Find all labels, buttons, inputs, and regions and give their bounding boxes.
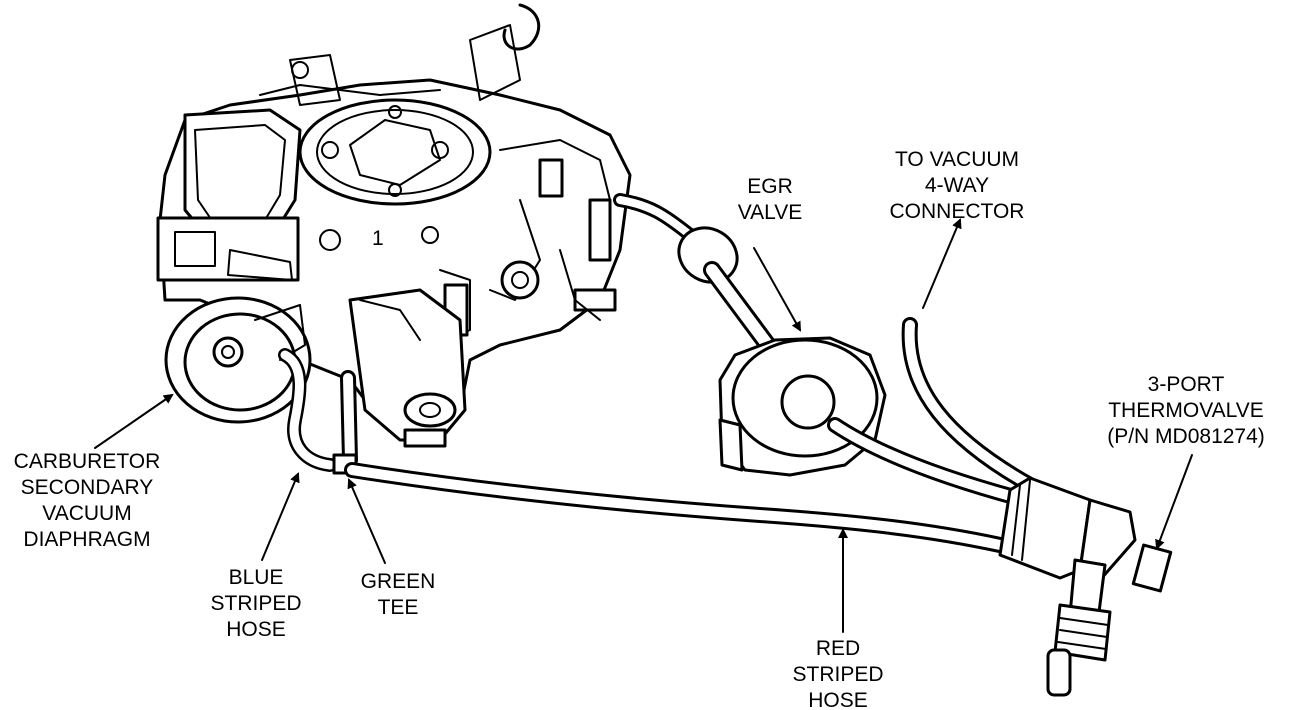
label-line: STRIPED [210,592,301,615]
label-carb-diaphragm: CARBURETOR SECONDARY VACUUM DIAPHRAGM [14,450,161,551]
label-line: EGR [747,175,793,198]
throttle-number: 1 [372,227,384,250]
arrow-green-tee [347,478,386,564]
label-line: RED [816,637,860,660]
thermovalve-drawing [998,476,1173,697]
carburetor-hoses [278,348,1008,553]
label-line: 4-WAY [925,174,989,197]
label-line: VACUUM [42,502,131,525]
label-vacuum-connector: TO VACUUM 4-WAY CONNECTOR [890,148,1025,223]
arrow-blue-hose [261,472,300,561]
label-line: TO VACUUM [895,148,1019,171]
arrow-vacuum-connector [922,218,962,309]
label-line: DIAPHRAGM [23,528,150,551]
carburetor-drawing: 1 [156,3,632,448]
arrow-egr-valve [753,247,801,332]
label-line: SECONDARY [21,476,154,499]
arrow-thermovalve [1155,454,1193,550]
label-line: HOSE [226,618,286,641]
label-line: STRIPED [792,663,883,686]
label-line: BLUE [229,566,284,589]
label-line: VALVE [738,201,803,224]
label-red-hose: RED STRIPED HOSE [792,637,883,710]
label-line: TEE [378,596,419,619]
label-line: CARBURETOR [14,450,161,473]
label-line: CONNECTOR [890,200,1025,223]
label-egr-valve: EGR VALVE [738,175,803,224]
label-green-tee: GREEN TEE [361,570,436,619]
arrow-carb-diaphragm [94,393,174,449]
label-line: 3-PORT [1148,373,1225,396]
label-line: THERMOVALVE [1108,399,1264,422]
label-thermovalve: 3-PORT THERMOVALVE (P/N MD081274) [1107,373,1265,448]
label-line: (P/N MD081274) [1107,425,1265,448]
callout-arrows [94,218,1193,633]
label-line: GREEN [361,570,436,593]
thermovalve-hoses [827,317,1038,508]
label-blue-hose: BLUE STRIPED HOSE [210,566,301,641]
label-line: HOSE [808,689,868,710]
